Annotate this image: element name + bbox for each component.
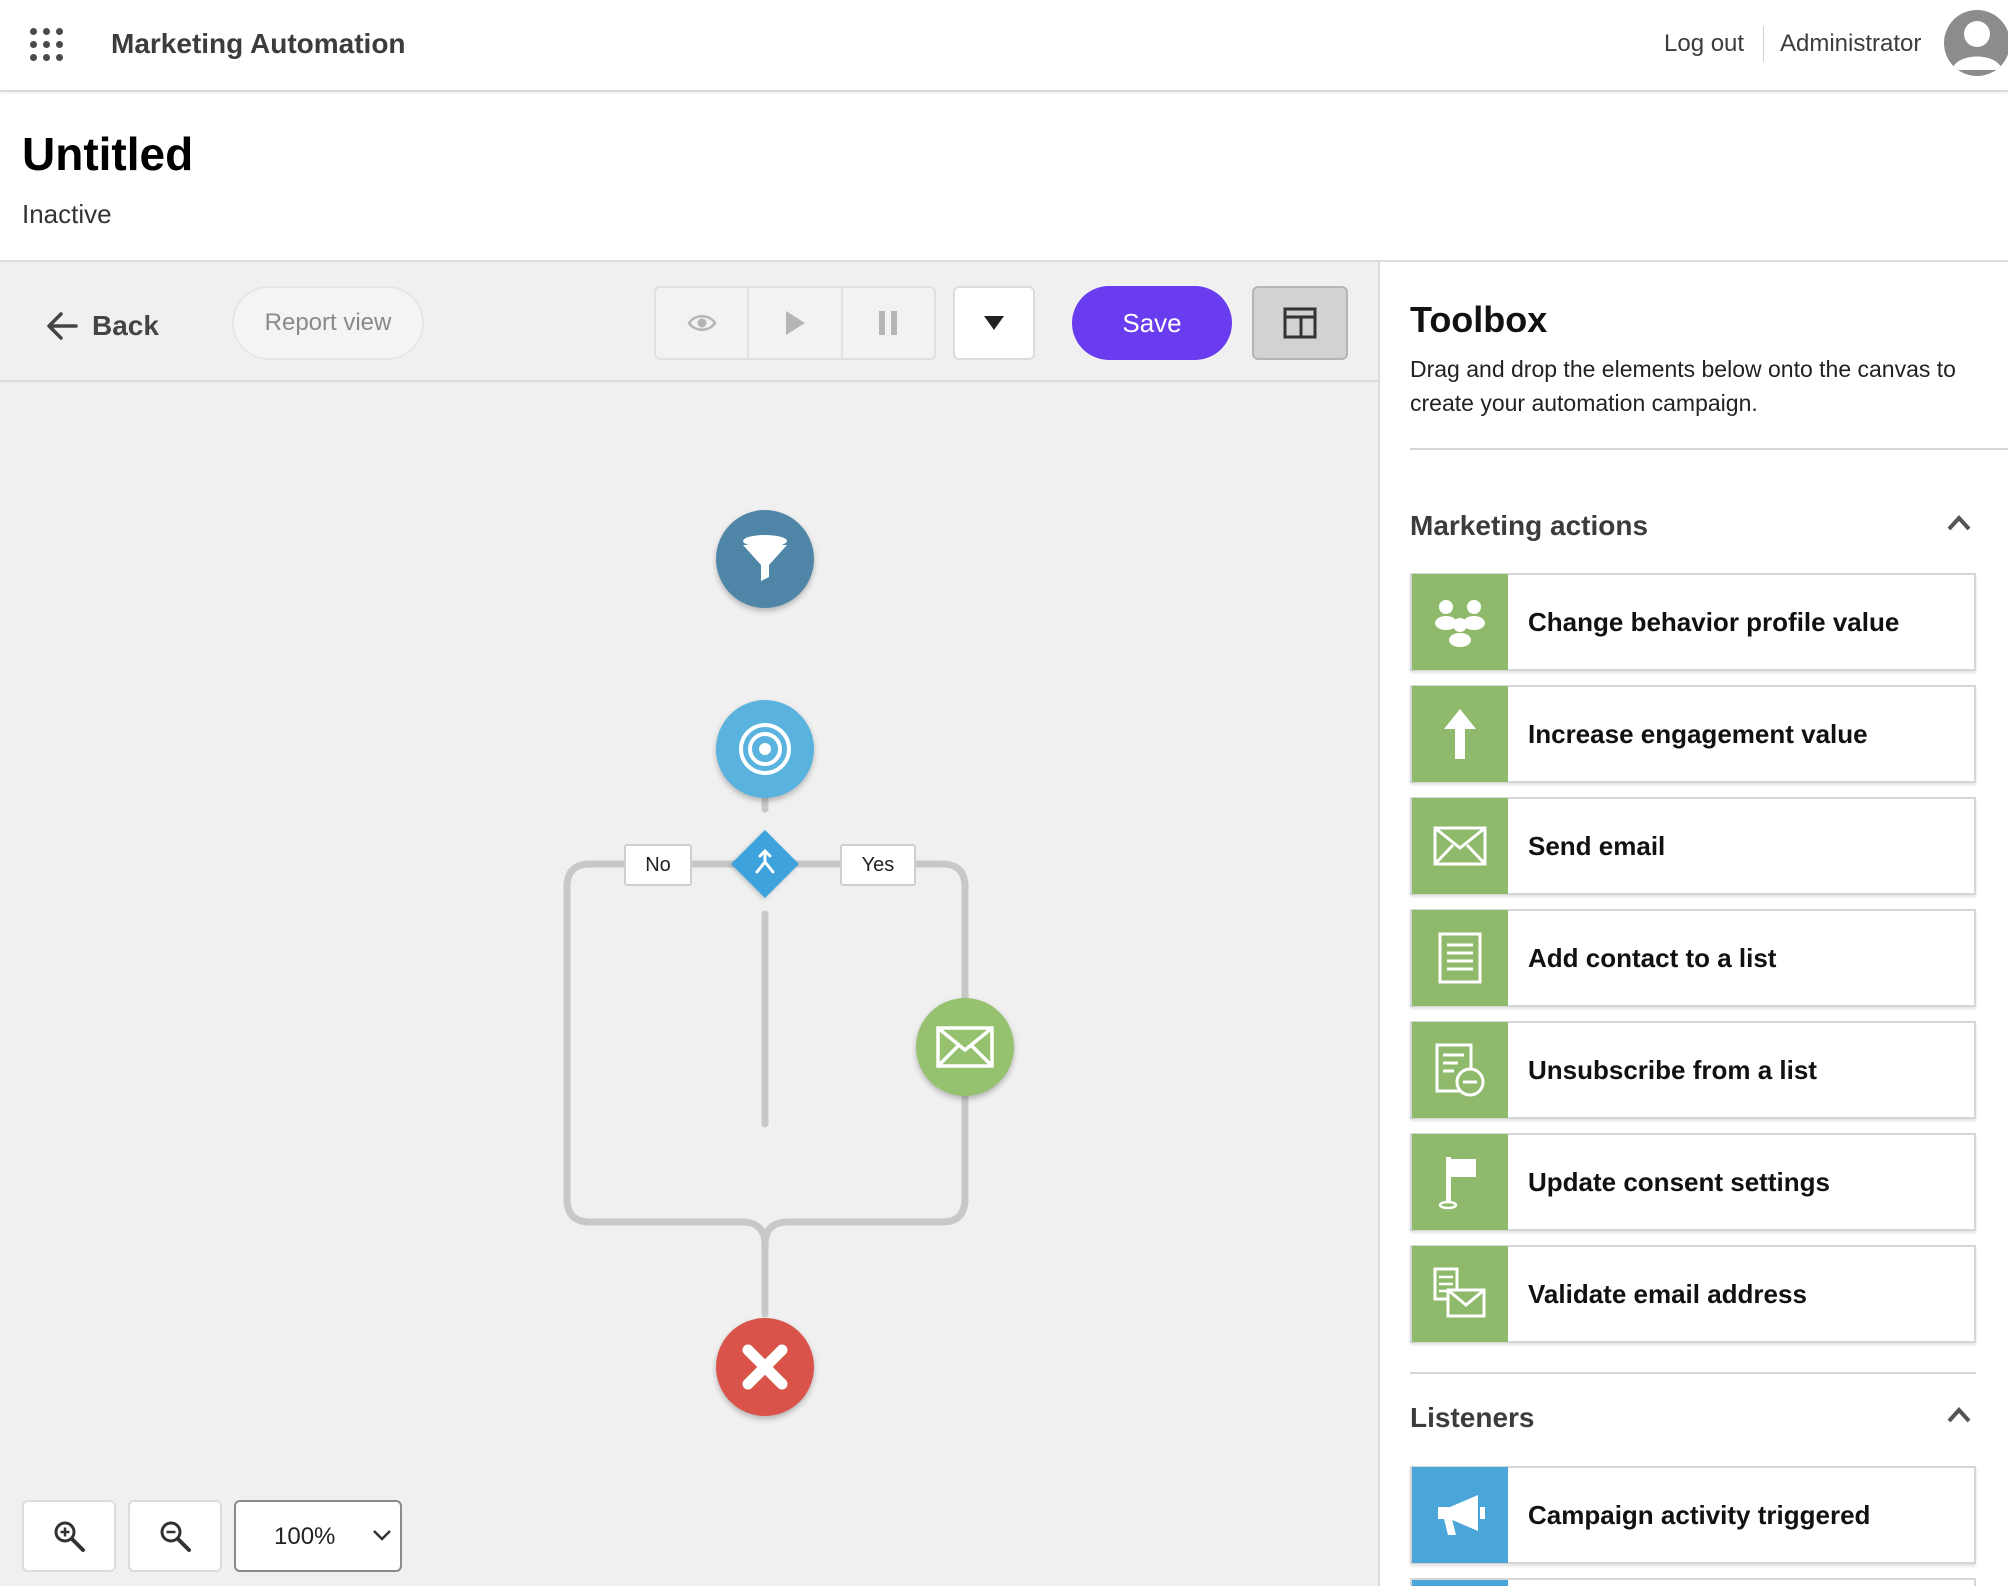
panel-layout-icon	[1283, 307, 1317, 339]
branch-label-no: No	[624, 844, 692, 886]
split-icon	[755, 848, 775, 874]
entry-node[interactable]	[716, 510, 814, 608]
divider	[1410, 448, 2008, 450]
close-icon	[742, 1344, 788, 1390]
tool-label: Add contact to a list	[1528, 942, 1777, 973]
top-bar: Marketing Automation Log out Administrat…	[0, 0, 2008, 92]
tool-update-consent-settings[interactable]: Update consent settings	[1410, 1133, 1976, 1231]
logout-link[interactable]: Log out	[1664, 30, 1745, 57]
save-button[interactable]: Save	[1072, 286, 1232, 360]
funnel-icon	[743, 535, 787, 581]
tool-label: Update consent settings	[1528, 1166, 1830, 1197]
user-name[interactable]: Administrator	[1780, 30, 1922, 57]
tool-send-email[interactable]: Send email	[1410, 797, 1976, 895]
eye-icon	[687, 315, 717, 331]
branch-label-yes: Yes	[840, 844, 916, 886]
tool-change-behavior-profile-value[interactable]: Change behavior profile value	[1410, 573, 1976, 671]
zoom-in-icon	[54, 1521, 85, 1552]
section-listeners[interactable]: Listeners	[1410, 1396, 1972, 1440]
app-title: Marketing Automation	[111, 28, 406, 59]
toolbox-description: Drag and drop the elements below onto th…	[1410, 356, 1956, 416]
section-title: Marketing actions	[1410, 510, 1649, 541]
chevron-up-icon	[1947, 515, 1971, 531]
list-icon	[1412, 910, 1508, 1006]
report-view-button[interactable]: Report view	[232, 286, 424, 360]
pause-button[interactable]	[843, 288, 934, 358]
megaphone-icon	[1412, 1467, 1508, 1563]
chevron-up-icon	[1947, 1407, 1971, 1423]
status-label: Inactive	[22, 199, 112, 229]
section-title: Listeners	[1410, 1402, 1535, 1433]
play-icon	[785, 311, 805, 335]
more-actions-dropdown[interactable]	[953, 286, 1035, 360]
designer-toolbar: Back Report view	[0, 262, 1378, 382]
tool-label: Validate email address	[1528, 1278, 1807, 1309]
people-icon	[1412, 574, 1508, 670]
pause-icon	[879, 311, 898, 335]
tool-item-partial	[1410, 1578, 1976, 1586]
back-button[interactable]: Back	[46, 304, 159, 348]
send-email-node[interactable]	[916, 998, 1014, 1096]
preview-button[interactable]	[656, 288, 750, 358]
tool-icon-strip	[1412, 1580, 1508, 1586]
tool-unsubscribe-from-list[interactable]: Unsubscribe from a list	[1410, 1021, 1976, 1119]
tool-label: Unsubscribe from a list	[1528, 1054, 1817, 1085]
zoom-in-button[interactable]	[22, 1500, 116, 1572]
tool-label: Change behavior profile value	[1528, 606, 1900, 637]
target-icon	[739, 723, 791, 775]
tool-increase-engagement-value[interactable]: Increase engagement value	[1410, 685, 1976, 783]
divider	[1410, 1372, 1976, 1374]
list-minus-icon	[1412, 1022, 1508, 1118]
flow-canvas[interactable]: No Yes	[0, 384, 1378, 1586]
tool-add-contact-to-list[interactable]: Add contact to a list	[1410, 909, 1976, 1007]
arrow-left-icon	[47, 312, 78, 340]
campaign-control-group	[654, 286, 936, 360]
zoom-level-select[interactable]: 100%	[234, 1500, 402, 1572]
activate-button[interactable]	[749, 288, 843, 358]
exit-node[interactable]	[716, 1318, 814, 1416]
back-label: Back	[92, 310, 159, 341]
arrow-up-icon	[1412, 686, 1508, 782]
divider	[1763, 26, 1764, 62]
tool-campaign-activity-triggered[interactable]: Campaign activity triggered	[1410, 1466, 1976, 1564]
toolbox-panel: Toolbox Drag and drop the elements below…	[1378, 260, 2008, 1586]
toolbox-title: Toolbox	[1410, 299, 1548, 340]
zoom-level-value: 100%	[274, 1523, 336, 1550]
zoom-out-icon	[160, 1521, 191, 1552]
section-marketing-actions[interactable]: Marketing actions	[1410, 504, 1972, 548]
tool-label: Increase engagement value	[1528, 718, 1868, 749]
designer-area: Back Report view	[0, 260, 1378, 1586]
validate-email-icon	[1412, 1246, 1508, 1342]
envelope-icon	[1412, 798, 1508, 894]
zoom-out-button[interactable]	[128, 1500, 222, 1572]
flag-icon	[1412, 1134, 1508, 1230]
tool-validate-email-address[interactable]: Validate email address	[1410, 1245, 1976, 1343]
user-avatar-icon	[1952, 21, 2002, 70]
toggle-panel-button[interactable]	[1252, 286, 1348, 360]
page-title: Untitled	[22, 128, 194, 180]
tool-label: Send email	[1528, 830, 1666, 861]
chevron-down-icon	[373, 1530, 391, 1541]
goal-node[interactable]	[716, 700, 814, 798]
tool-label: Campaign activity triggered	[1528, 1499, 1871, 1530]
app-switcher-icon[interactable]	[30, 28, 64, 62]
caret-down-icon	[984, 316, 1004, 330]
avatar[interactable]	[1944, 10, 2008, 76]
envelope-icon	[936, 1026, 994, 1068]
flow-connectors	[563, 700, 969, 1318]
